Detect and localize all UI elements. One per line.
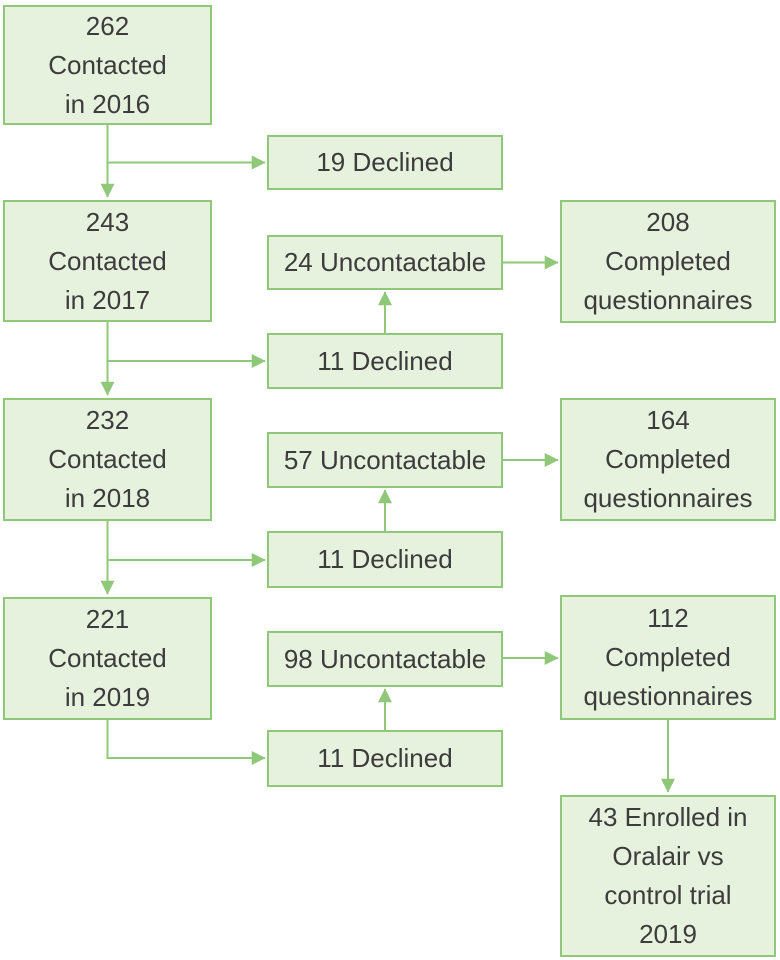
node-declined-2016: 19 Declined: [267, 135, 503, 190]
node-declined-2017: 11 Declined: [267, 333, 503, 389]
node-contacted-2017: 243 Contacted in 2017: [3, 200, 212, 322]
node-enrolled-2019: 43 Enrolled in Oralair vs control trial …: [560, 795, 776, 957]
node-contacted-2018: 232 Contacted in 2018: [3, 398, 212, 521]
node-declined-2018: 11 Declined: [267, 531, 503, 588]
node-completed-2019: 112 Completed questionnaires: [560, 595, 776, 720]
node-declined-2019: 11 Declined: [267, 730, 503, 787]
node-completed-2017: 208 Completed questionnaires: [560, 200, 776, 323]
node-uncontactable-2019: 98 Uncontactable: [267, 631, 503, 687]
node-completed-2018: 164 Completed questionnaires: [560, 398, 776, 521]
node-uncontactable-2018: 57 Uncontactable: [267, 432, 503, 488]
node-contacted-2016: 262 Contacted in 2016: [3, 5, 212, 125]
node-contacted-2019: 221 Contacted in 2019: [3, 597, 212, 720]
node-uncontactable-2017: 24 Uncontactable: [267, 235, 503, 290]
arrow-contacted2019-to-declined2019: [106, 720, 266, 765]
